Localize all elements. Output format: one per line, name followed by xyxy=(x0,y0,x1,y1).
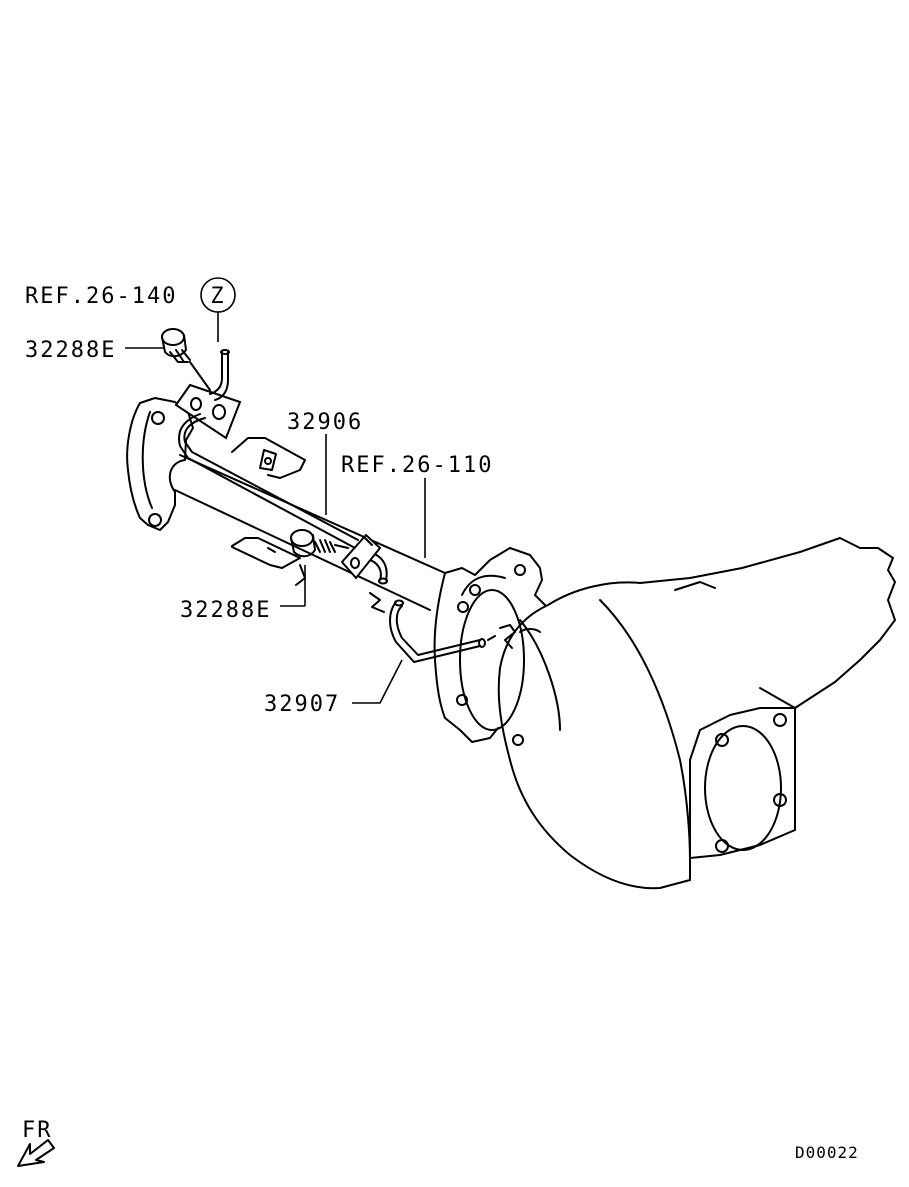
label-ref-26-110: REF.26-110 xyxy=(341,453,493,478)
label-pipe-32907: 32907 xyxy=(264,692,340,717)
label-bolt-top: 32288E xyxy=(25,338,116,363)
extension-housing xyxy=(168,437,446,613)
pipe-32907 xyxy=(389,599,496,663)
label-ref-26-140: REF.26-140 xyxy=(25,284,177,309)
front-arrow-icon xyxy=(17,1139,55,1167)
bolt-middle xyxy=(290,529,349,558)
bolt-top xyxy=(161,328,211,391)
leader-32907 xyxy=(352,659,403,704)
top-bracket xyxy=(174,383,242,440)
adapter-flange xyxy=(433,547,546,746)
pipe-32906 xyxy=(178,349,388,585)
left-flange xyxy=(126,397,194,531)
leader-lines xyxy=(125,312,426,704)
drawing-code: D00022 xyxy=(795,1143,859,1162)
label-front: FR xyxy=(22,1118,53,1143)
label-pipe-32906: 32906 xyxy=(287,410,363,435)
middle-bracket xyxy=(340,533,382,580)
label-bolt-middle: 32288E xyxy=(180,598,271,623)
z-callout-circle xyxy=(200,277,236,313)
transmission-housing xyxy=(497,537,896,890)
label-z-callout: Z xyxy=(210,284,225,309)
